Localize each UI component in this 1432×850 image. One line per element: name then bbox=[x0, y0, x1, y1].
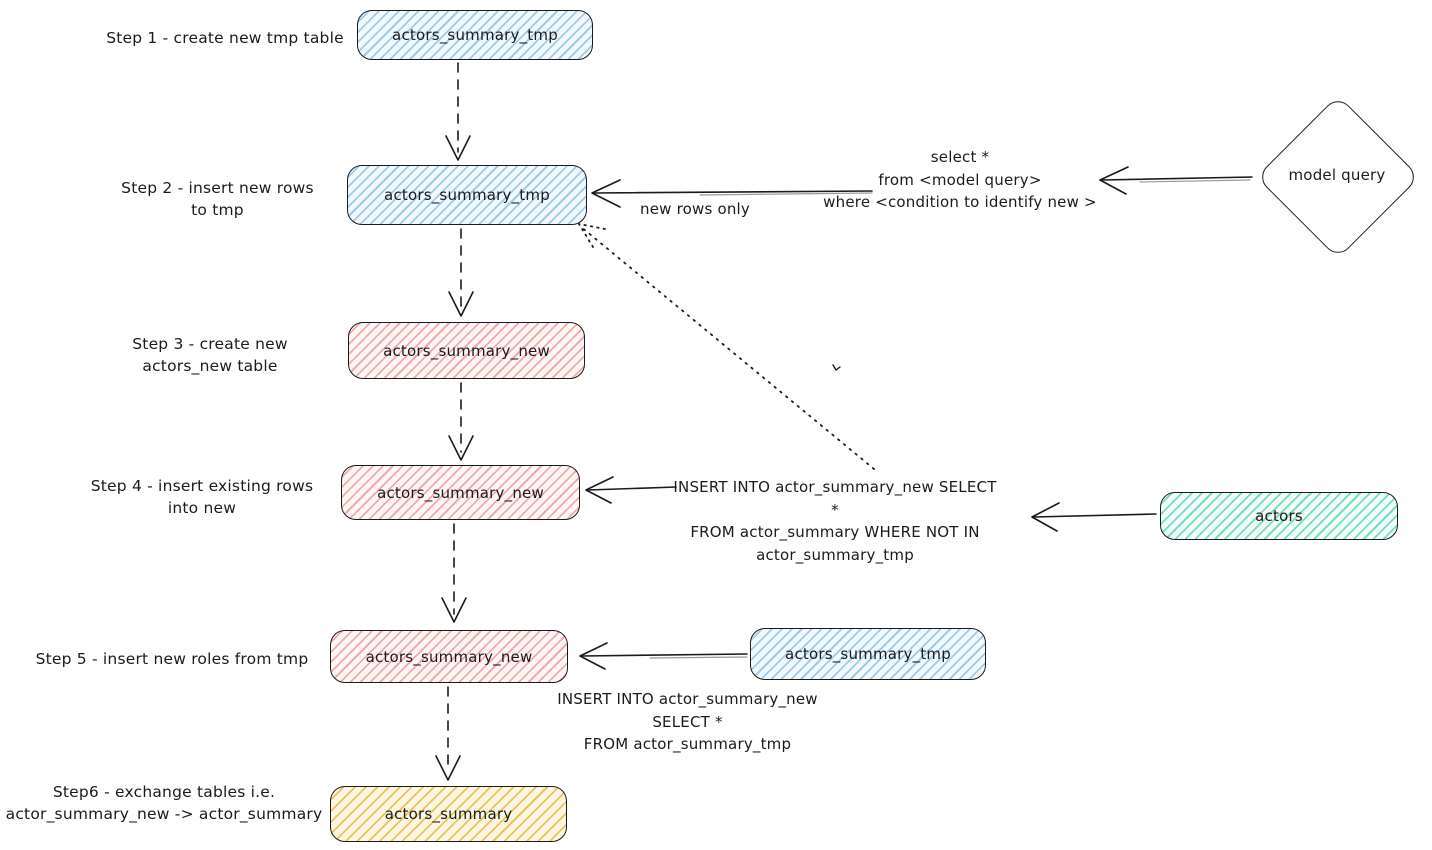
step4-label: Step 4 - insert existing rows into new bbox=[90, 477, 314, 518]
table-name: actors_summary bbox=[384, 805, 513, 823]
arrow-actors-to-insert-existing bbox=[1031, 502, 1157, 532]
model-query-label: model query bbox=[1288, 166, 1386, 184]
step6-label: Step6 - exchange tables i.e. actor_summa… bbox=[5, 783, 323, 824]
table-name: actors_summary_tmp bbox=[392, 26, 558, 44]
table-name: actors_summary_new bbox=[377, 483, 544, 502]
step2-table-node[interactable]: actors_summary_tmp bbox=[347, 165, 587, 225]
table-name: actors_summary_new bbox=[383, 341, 550, 360]
insert-new-query-text: INSERT INTO actor_summary_new SELECT * F… bbox=[557, 690, 818, 753]
stray-mark bbox=[832, 364, 841, 371]
step1-table-node[interactable]: actors_summary_tmp bbox=[357, 10, 593, 60]
arrow-insert-existing-to-step4 bbox=[585, 476, 677, 504]
arrow-tmp-to-step5 bbox=[579, 642, 748, 670]
new-rows-only-label: new rows only bbox=[640, 200, 750, 218]
arrow-step5-to-step6 bbox=[435, 686, 461, 781]
table-name: actors_summary_tmp bbox=[384, 186, 550, 204]
select-query-text: select * from <model query> where <condi… bbox=[823, 148, 1097, 211]
tmp-source-node[interactable]: actors_summary_tmp bbox=[750, 628, 986, 680]
step3-label: Step 3 - create new actors_new table bbox=[132, 335, 288, 376]
step1-label: Step 1 - create new tmp table bbox=[106, 29, 344, 47]
step5-label: Step 5 - insert new roles from tmp bbox=[35, 650, 309, 668]
dotted-arrow-query-to-tmp bbox=[578, 223, 875, 470]
arrow-step1-to-step2 bbox=[445, 62, 471, 161]
arrow-step3-to-step4 bbox=[448, 382, 474, 461]
step2-label: Step 2 - insert new rows to tmp bbox=[121, 179, 314, 220]
insert-existing-query-text: INSERT INTO actor_summary_new SELECT * F… bbox=[673, 478, 997, 564]
arrow-step4-to-step5 bbox=[441, 523, 467, 623]
actors-source-node[interactable]: actors bbox=[1160, 492, 1398, 540]
arrow-step2-to-step3 bbox=[448, 228, 474, 317]
table-name: actors bbox=[1255, 507, 1303, 525]
step5-table-node[interactable]: actors_summary_new bbox=[330, 630, 568, 683]
table-name: actors_summary_tmp bbox=[785, 645, 951, 663]
step3-table-node[interactable]: actors_summary_new bbox=[348, 322, 585, 379]
step6-table-node[interactable]: actors_summary bbox=[330, 786, 567, 842]
step4-table-node[interactable]: actors_summary_new bbox=[341, 465, 580, 520]
table-name: actors_summary_new bbox=[365, 647, 533, 666]
